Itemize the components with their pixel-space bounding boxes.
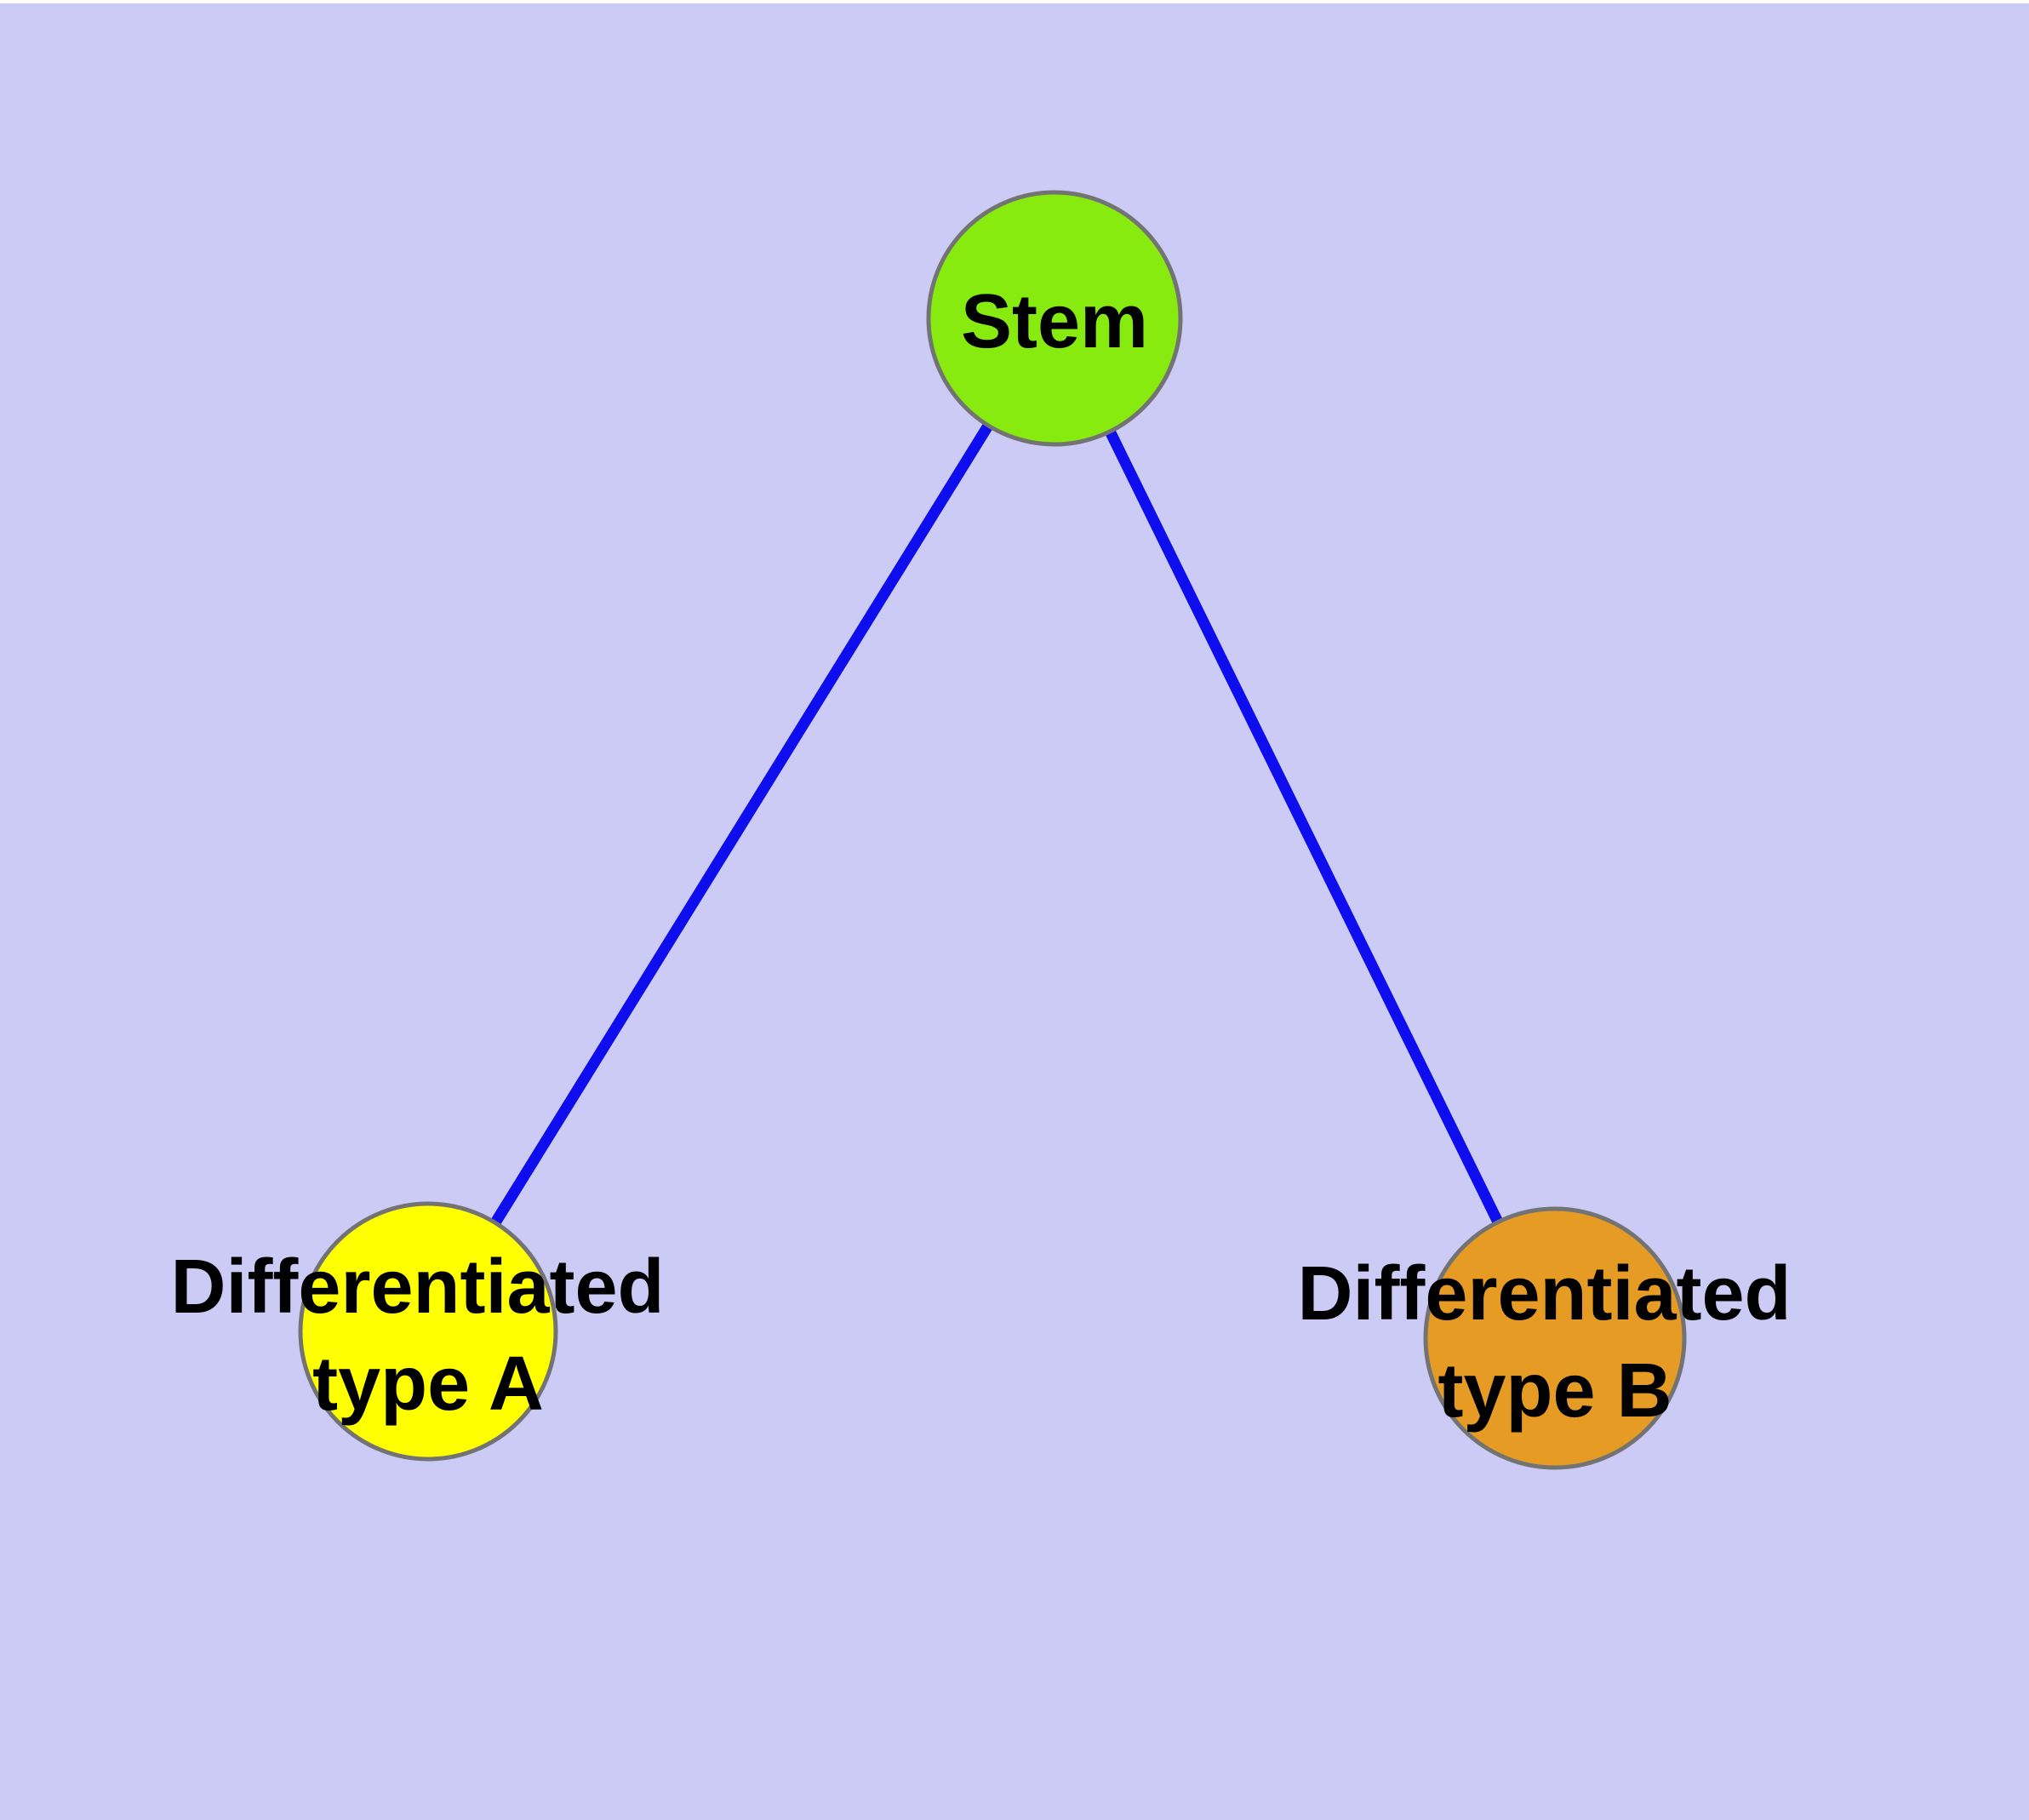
node-stem-label: Stem [961,279,1148,364]
edge-stem-to-type-b [1049,316,1560,1341]
node-type-a-label-line2: type A [312,1342,544,1427]
node-type-b-label: Differentiated type B [1297,1251,1812,1434]
node-stem [926,190,1183,447]
node-type-a [298,1201,558,1462]
node-type-a-label-line1: Differentiated [170,1245,664,1330]
node-type-b [1423,1206,1687,1470]
top-edge-strip [0,0,2029,3]
node-type-a-label: Differentiated type A [170,1245,685,1427]
node-type-b-label-line1: Differentiated [1297,1251,1791,1336]
edge-stem-to-type-a [423,315,1060,1335]
node-type-b-label-line2: type B [1437,1348,1672,1434]
